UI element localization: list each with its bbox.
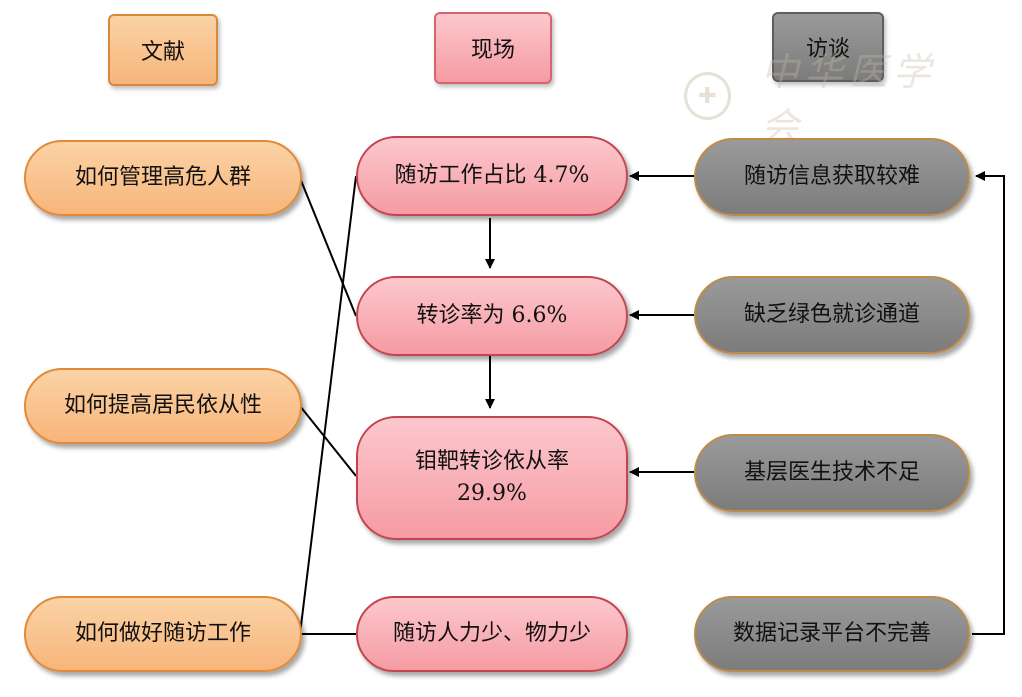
header-literature: 文献	[108, 14, 218, 86]
literature-item-compliance: 如何提高居民依从性	[24, 368, 302, 444]
field-item-referral: 转诊率为 6.6%	[356, 276, 628, 356]
interview-item-platform: 数据记录平台不完善	[694, 596, 970, 672]
field-item-resources: 随访人力少、物力少	[356, 596, 628, 672]
field-item-mammo-line1: 钼靶转诊依从率	[414, 449, 569, 475]
literature-item-manage: 如何管理高危人群	[24, 140, 302, 216]
link-followup-to-followshare	[299, 175, 357, 635]
literature-item-followup: 如何做好随访工作	[24, 596, 302, 672]
interview-item-greenchannel: 缺乏绿色就诊通道	[694, 276, 970, 354]
watermark: ✚ 中华医学会	[684, 50, 974, 149]
link-compliance-to-mammo	[299, 405, 357, 477]
header-interview: 访谈	[772, 12, 884, 82]
link-manage-to-referral	[299, 177, 357, 317]
field-item-followshare: 随访工作占比 4.7%	[356, 136, 628, 216]
society-seal-icon: ✚	[684, 72, 731, 120]
arrow-platform-to-info	[972, 171, 1005, 635]
field-item-mammo-line2: 29.9%	[457, 481, 527, 506]
interview-item-info: 随访信息获取较难	[694, 138, 970, 216]
watermark-text: 中华医学会	[760, 50, 937, 149]
header-field: 现场	[434, 12, 552, 84]
interview-item-skill: 基层医生技术不足	[694, 434, 970, 512]
field-item-mammo: 钼靶转诊依从率 29.9%	[356, 416, 628, 540]
